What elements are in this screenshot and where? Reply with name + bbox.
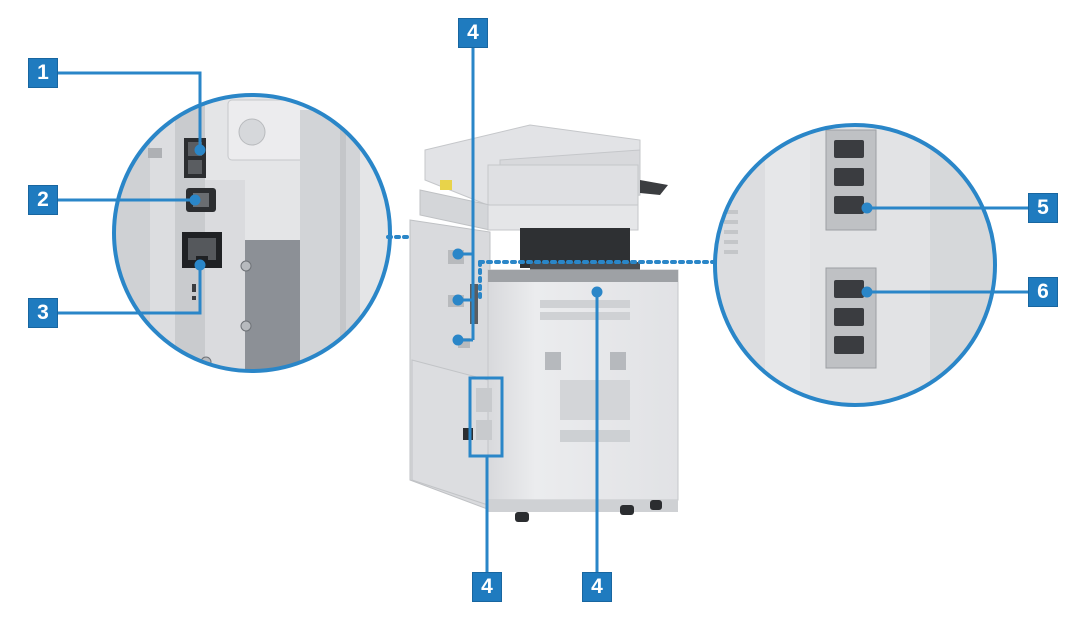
left-zoom-circle [112,93,392,373]
callout-4-bottom-left: 4 [472,572,502,602]
usb-port-icon [184,138,206,178]
callout-2: 2 [28,185,58,215]
printer-machine [409,124,679,522]
callout-5: 5 [1028,193,1058,223]
callout-1: 1 [28,58,58,88]
left-leader-lines [58,71,206,315]
right-zoom-circle [713,123,997,407]
callout-4-bottom-right: 4 [582,572,612,602]
right-leader-lines [861,202,1030,298]
callout-3: 3 [28,298,58,328]
telephone-jack-icon [825,129,877,231]
telephone-jack-icon [825,267,877,369]
center-leader-lines [452,46,603,575]
callout-4-top: 4 [458,18,488,48]
callout-6: 6 [1028,277,1058,307]
